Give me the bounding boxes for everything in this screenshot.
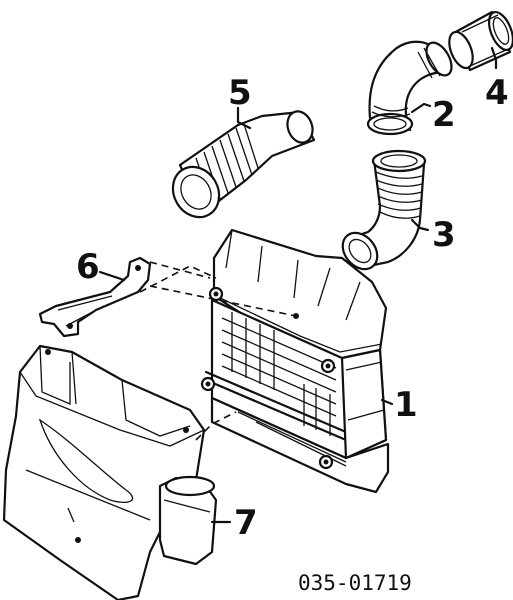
mounting-bracket (38, 256, 152, 338)
part-number: 035-01719 (298, 571, 412, 595)
air-duct (2, 344, 218, 600)
callout-2: 2 (432, 95, 456, 135)
callout-4: 4 (485, 73, 509, 113)
upper-elbow-hose (366, 40, 453, 136)
connector-hose (448, 10, 513, 72)
inlet-bellows-hose (171, 110, 316, 219)
callout-3: 3 (432, 215, 456, 255)
alignment-lines (139, 261, 297, 441)
intercooler (200, 228, 390, 494)
callout-5: 5 (228, 73, 252, 113)
callout-6: 6 (76, 247, 100, 287)
callout-1: 1 (394, 385, 418, 425)
callout-leaders (98, 46, 498, 524)
lower-bellows-hose (341, 149, 427, 271)
callout-7: 7 (234, 503, 258, 543)
